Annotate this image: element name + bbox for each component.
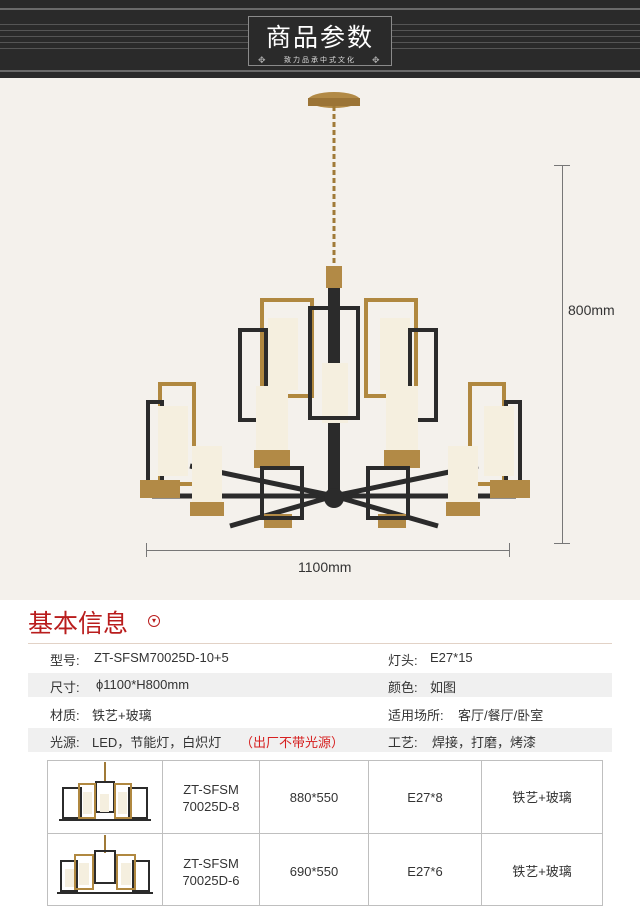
variant-size: 880*550	[289, 790, 339, 805]
height-tick-bottom	[554, 543, 570, 544]
variant-bulb: E27*6	[407, 864, 443, 879]
color-label: 颜色:	[388, 680, 418, 695]
info-row-material: 材质: 铁艺+玻璃 适用场所: 客厅/餐厅/卧室	[28, 701, 612, 725]
header-title: 商品参数	[265, 23, 374, 52]
info-row-model: 型号: ZT-SFSM70025D-10+5 灯头: E27*15	[28, 646, 612, 670]
info-row-size: 尺寸: ϕ1100*H800mm 颜色: 如图	[28, 673, 612, 697]
variant-bulb: E27*8	[407, 790, 443, 805]
header-ornament-icon: ✥	[258, 56, 266, 66]
color-value: 如图	[430, 680, 457, 695]
craft-label: 工艺:	[388, 735, 418, 750]
variants-table: ZT-SFSM 70025D-8 880*550 E27*8 铁艺+玻璃 ZT-…	[47, 760, 603, 906]
variant-thumbnail	[57, 835, 153, 894]
material-value: 铁艺+玻璃	[92, 708, 152, 723]
chandelier-image	[140, 92, 530, 529]
variant-model-line1: ZT-SFSM	[183, 782, 239, 797]
usage-label: 适用场所:	[388, 708, 444, 723]
table-divider	[48, 833, 602, 834]
height-dimension-line	[562, 165, 563, 543]
craft-value: 焊接，打磨，烤漆	[432, 735, 537, 750]
variant-model-line2: 70025D-8	[182, 799, 240, 814]
size-value: ϕ1100*H800mm	[96, 677, 190, 692]
size-label: 尺寸:	[50, 680, 80, 695]
height-tick-top	[554, 165, 570, 166]
variant-model: ZT-SFSM 70025D-6	[163, 855, 259, 889]
header-banner: 商品参数 致力品承中式文化 ✥ ✥	[0, 0, 640, 78]
lamp-head-value: E27*15	[430, 650, 473, 665]
product-image-area: 800mm 1100mm	[0, 78, 640, 600]
lamp-head-label: 灯头:	[388, 653, 418, 668]
usage-value: 客厅/餐厅/卧室	[458, 708, 544, 723]
width-tick-right	[509, 543, 510, 557]
material-label: 材质:	[50, 708, 80, 723]
chevron-down-icon: ▾	[148, 615, 160, 627]
model-value: ZT-SFSM70025D-10+5	[94, 650, 229, 665]
width-dimension-line	[146, 550, 510, 551]
info-row-light-source: 光源: LED，节能灯，白炽灯 （出厂不带光源） 工艺: 焊接，打磨，烤漆	[28, 728, 612, 752]
variant-material: 铁艺+玻璃	[512, 864, 572, 879]
width-label: 1100mm	[298, 559, 352, 575]
header-ornament-icon: ✥	[372, 56, 380, 66]
light-source-value: LED，节能灯，白炽灯	[92, 735, 222, 750]
variant-model: ZT-SFSM 70025D-8	[163, 781, 259, 815]
variant-model-line1: ZT-SFSM	[183, 856, 239, 871]
variant-material: 铁艺+玻璃	[512, 790, 572, 805]
light-source-note: （出厂不带光源）	[240, 735, 345, 750]
variant-thumbnail	[59, 762, 151, 821]
info-section-title: 基本信息	[28, 609, 129, 638]
height-label: 800mm	[568, 302, 615, 318]
info-divider	[28, 643, 612, 644]
variant-size: 690*550	[289, 864, 339, 879]
header-subtitle: 致力品承中式文化	[284, 56, 356, 64]
header-title-frame	[248, 16, 392, 66]
variant-model-line2: 70025D-6	[182, 873, 240, 888]
model-label: 型号:	[50, 653, 80, 668]
width-tick-left	[146, 543, 147, 557]
light-source-label: 光源:	[50, 735, 80, 750]
